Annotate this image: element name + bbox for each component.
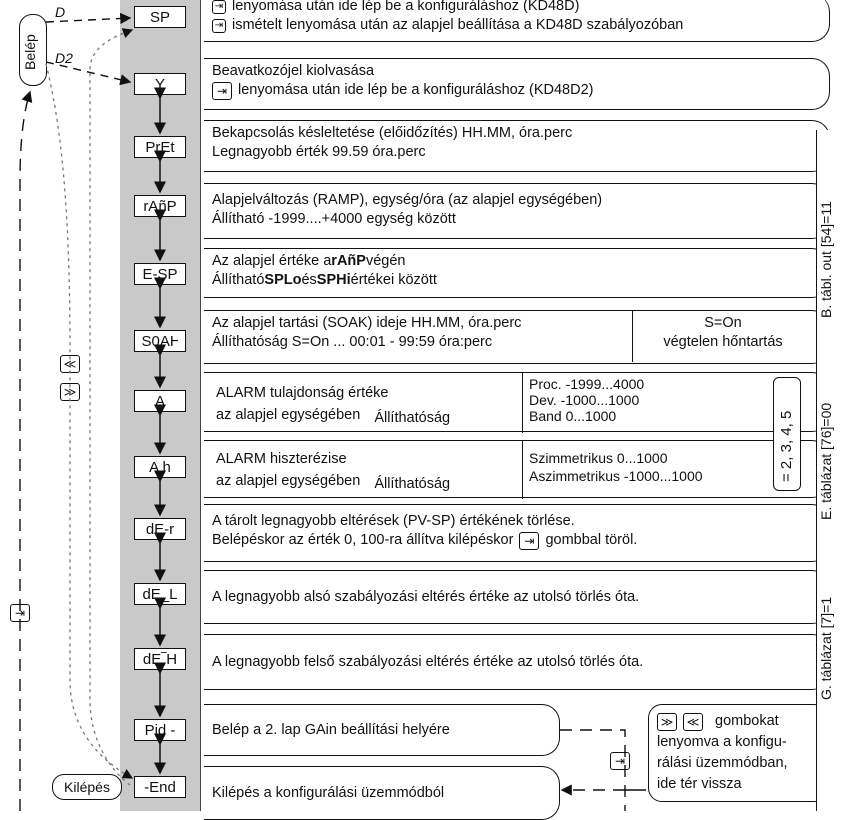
code-soak: S0AⱵ — [134, 330, 186, 352]
code-deh: dE‾H — [134, 648, 186, 670]
row-hyst: ALARM hiszterézise az alapjel egységében… — [204, 440, 830, 499]
row-del: A legnagyobb alsó szabályozási eltérés é… — [204, 570, 830, 624]
up-icon: ≪ — [683, 712, 703, 731]
row-ramp: Alapjelváltozás (RAMP), egység/óra (az a… — [204, 183, 830, 239]
row-pid: Belép a 2. lap GAin beállítási helyére — [204, 704, 560, 756]
row-der: A tárolt legnagyobb eltérések (PV-SP) ér… — [204, 504, 830, 562]
enter-icon: ⇥ — [212, 0, 226, 14]
row-soak: Az alapjel tartási (SOAK) ideje HH.MM, ó… — [204, 310, 830, 364]
belep-box — [19, 14, 47, 86]
down-icon: ≫ — [657, 712, 677, 731]
side-table — [816, 130, 846, 811]
code-der: dE-r — [134, 518, 186, 540]
enter-icon: ⇥ — [212, 18, 226, 33]
row-esp: Az alapjel értéke a rAñP végén Állítható… — [204, 248, 830, 298]
code-ramp: rAñP — [134, 195, 186, 217]
alarm-values-box — [773, 377, 801, 491]
kilepes-label: Kilépés — [52, 774, 122, 800]
enter-icon: ⇥ — [212, 81, 232, 100]
code-sp: SP — [134, 6, 186, 28]
row-sp: ⇥lenyomása után ide lép be a konfigurálá… — [204, 0, 830, 42]
code-pid: Pid - — [134, 719, 186, 741]
enter-icon: ⇥ — [519, 531, 540, 550]
row-alarm: ALARM tulajdonság értéke az alapjel egys… — [204, 372, 830, 433]
code-end: -End — [134, 776, 186, 798]
row-y: Beavatkozójel kiolvasása ⇥lenyomása után… — [204, 58, 830, 110]
d2-label: D2 — [55, 50, 73, 66]
row-deh: A legnagyobb felső szabályozási eltérés … — [204, 634, 830, 690]
row-pret: Bekapcsolás késleltetése (előidőzítés) H… — [204, 120, 830, 172]
d-label: D — [55, 4, 66, 20]
